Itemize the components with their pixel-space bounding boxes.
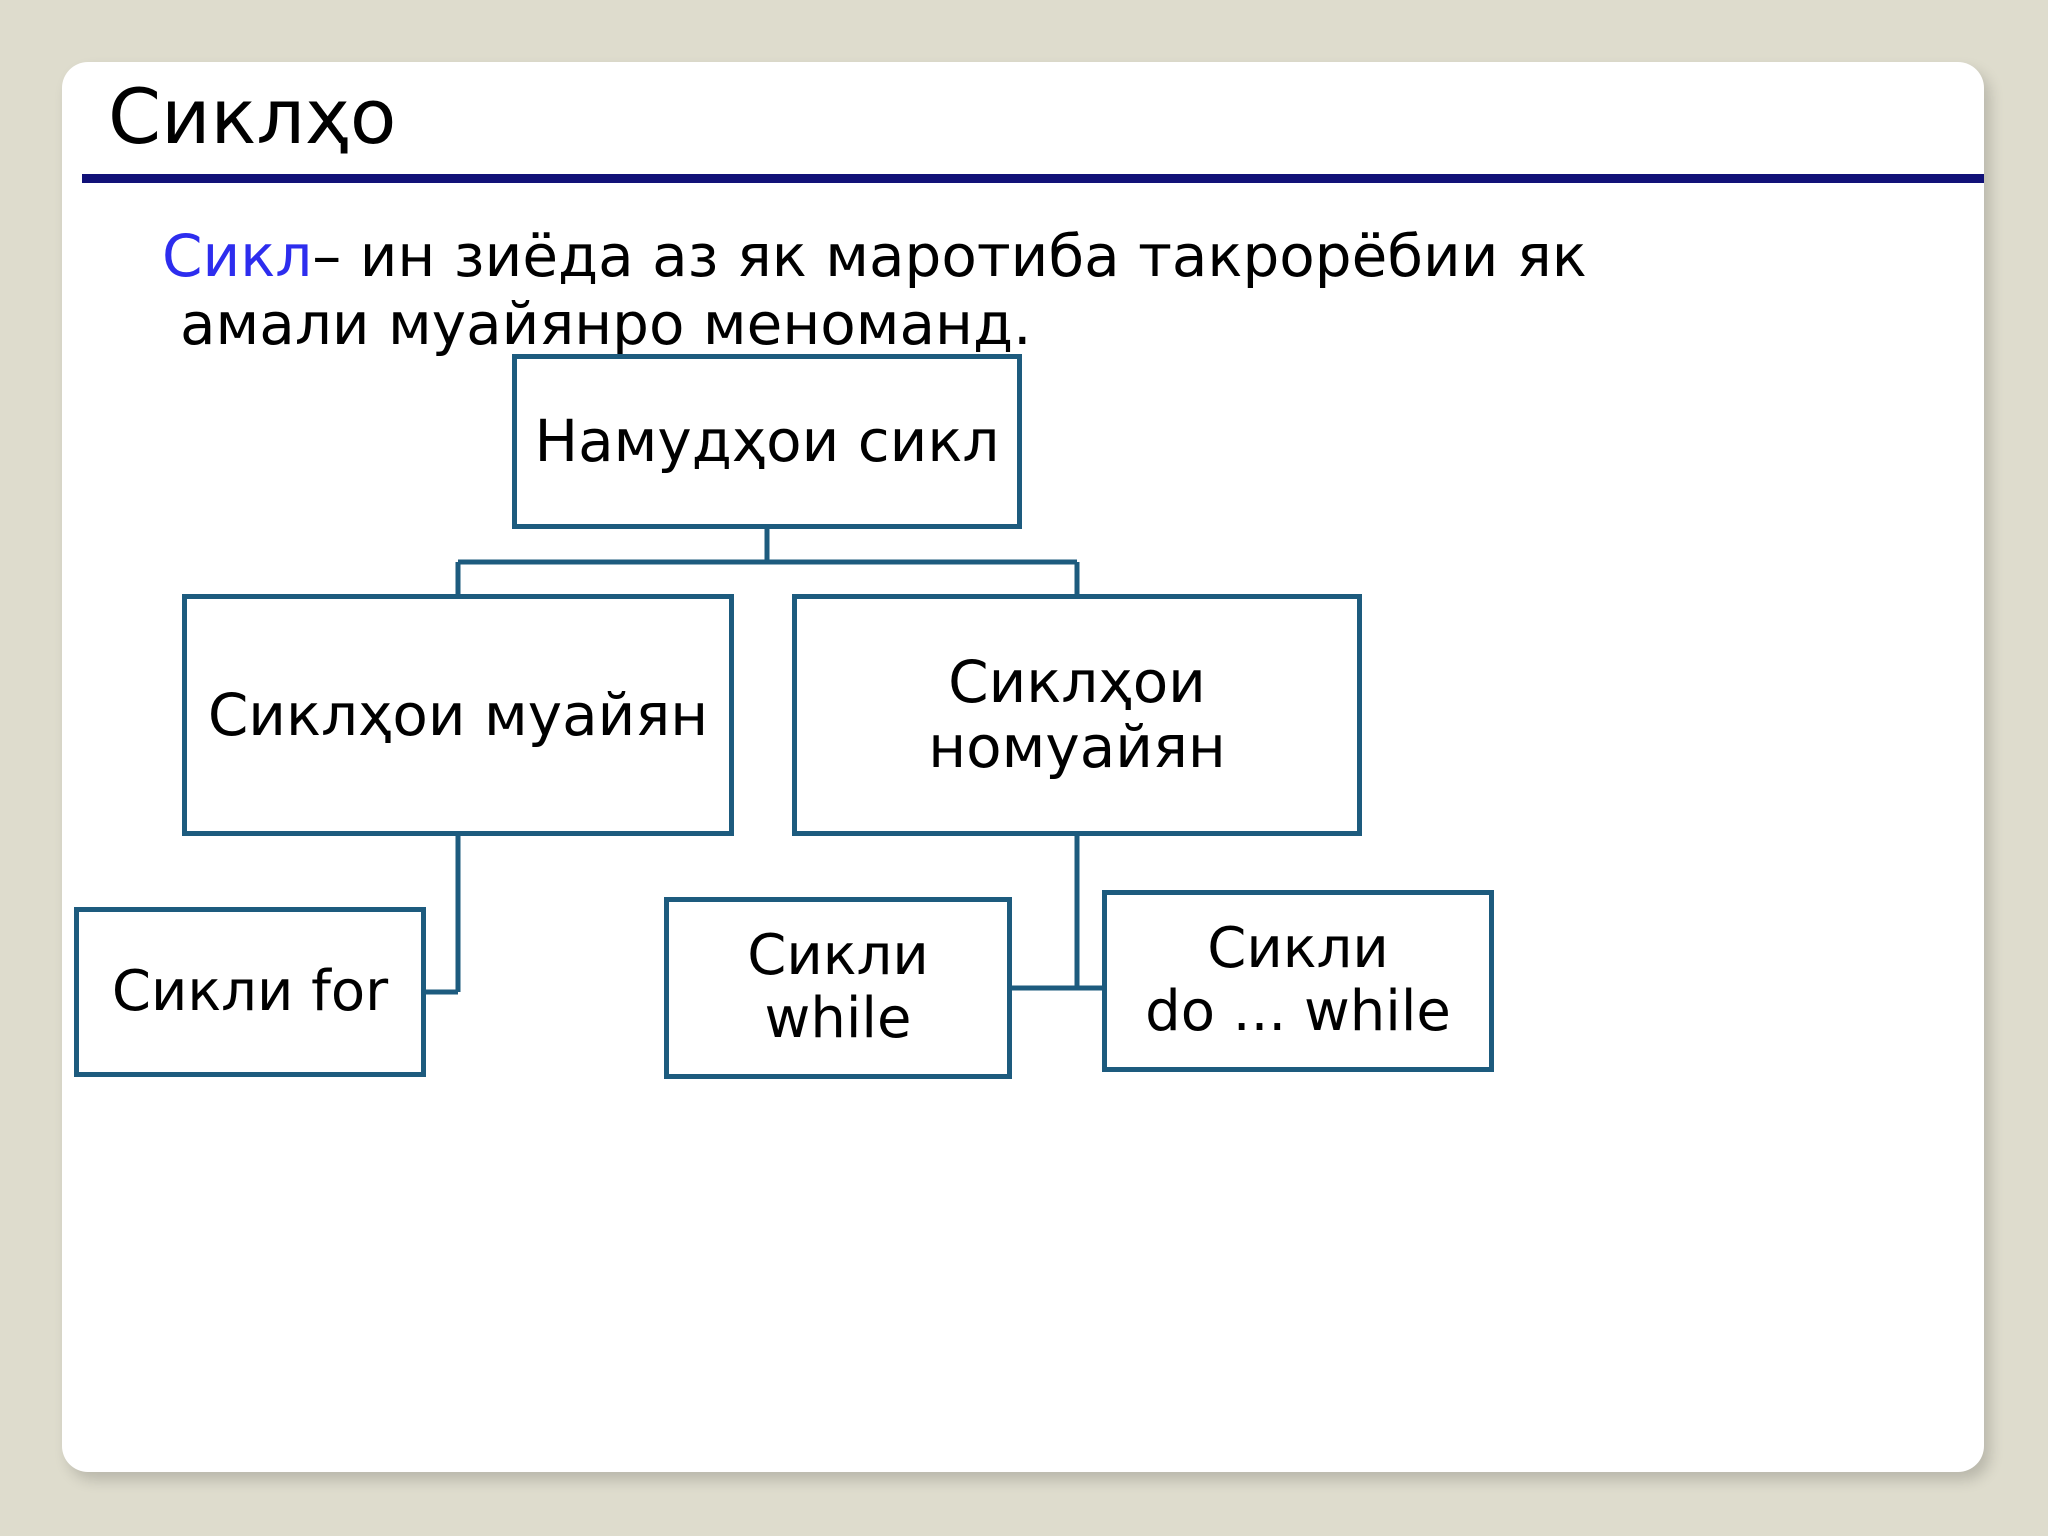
node-label-line-2: while (764, 986, 912, 1051)
node-namudhoi-sikl[interactable]: Намудҳои сикл (512, 354, 1022, 529)
body-line-2: амали муайянро меноманд. (180, 290, 1032, 359)
node-sikli-while[interactable]: Сикли while (664, 897, 1012, 1079)
node-sikli-for[interactable]: Сикли for (74, 907, 426, 1077)
node-label: Намудҳои сикл (534, 407, 1000, 476)
node-label-line-1: Сикли (747, 923, 929, 989)
node-label: Сиклҳои муайян (207, 680, 709, 749)
page-title: Сиклҳо (108, 72, 397, 161)
diagram-connectors (426, 529, 1102, 995)
node-siklhoi-nomuayan[interactable]: Сиклҳои номуайян (792, 594, 1362, 836)
node-label-line-2: номуайян (928, 713, 1226, 781)
body-paragraph: Сикл– ин зиёда аз як маротиба такрорёбии… (162, 222, 1922, 359)
title-underline-rule (82, 174, 1984, 183)
node-label-line-2: do ... while (1145, 979, 1451, 1044)
cycle-types-diagram: Намудҳои сикл Сиклҳои муайян Сиклҳои ном… (62, 62, 1984, 1472)
node-siklhoi-muayan[interactable]: Сиклҳои муайян (182, 594, 734, 836)
node-label: Сикли for (111, 958, 389, 1024)
slide-card: Сиклҳо Сикл– ин зиёда аз як маротиба так… (62, 62, 1984, 1472)
node-label-line-1: Сиклҳои (948, 648, 1206, 717)
body-line-1: – ин зиёда аз як маротиба такрорёбии як (312, 222, 1587, 290)
node-label-line-1: Сикли (1207, 916, 1389, 982)
keyword-sikl: Сикл (162, 222, 313, 290)
node-sikli-do-while[interactable]: Сикли do ... while (1102, 890, 1494, 1072)
